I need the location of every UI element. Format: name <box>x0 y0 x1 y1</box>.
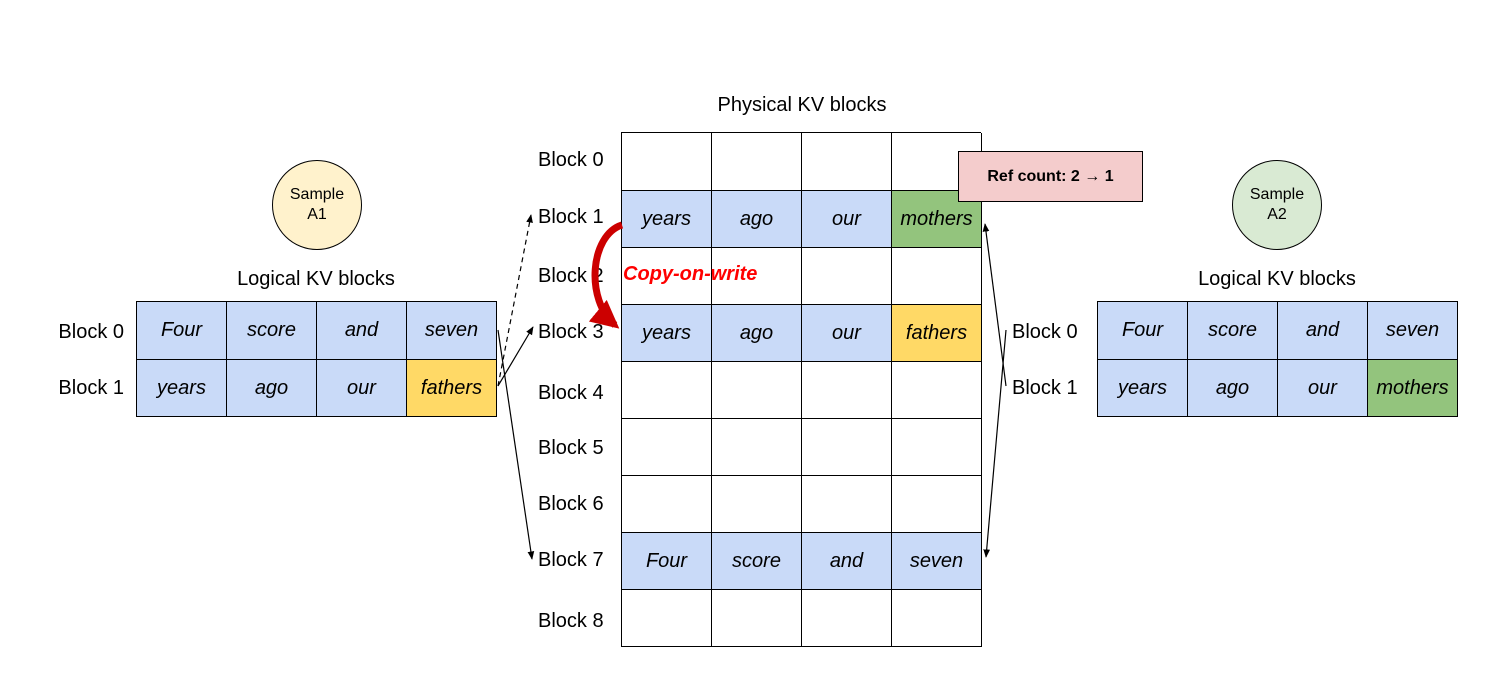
block-label: Block 8 <box>538 610 604 632</box>
kv-cell: seven <box>892 533 982 590</box>
kv-cell: years <box>137 360 227 417</box>
kv-cell <box>802 476 892 533</box>
kv-cell: ago <box>1188 360 1278 417</box>
logical-kv-title-a1: Logical KV blocks <box>237 268 395 290</box>
block-label: Block 1 <box>538 206 604 228</box>
kv-cell: and <box>1278 302 1368 360</box>
ref-count-box: Ref count: 2 → 1 <box>958 151 1143 202</box>
kv-cell <box>622 248 712 305</box>
kv-cell <box>622 590 712 647</box>
kv-cell: our <box>317 360 407 417</box>
kv-cell <box>712 248 802 305</box>
kv-cell <box>712 133 802 191</box>
kv-cell <box>622 362 712 419</box>
kv-cell <box>622 419 712 476</box>
logical-kv-title-a2: Logical KV blocks <box>1198 268 1356 290</box>
kv-cell: fathers <box>407 360 497 417</box>
kv-cell <box>802 419 892 476</box>
kv-cell: and <box>802 533 892 590</box>
sample-a2-label: Sample A2 <box>1249 186 1305 223</box>
block-label: Block 0 <box>1012 321 1078 343</box>
kv-cell: score <box>227 302 317 360</box>
kv-cell: ago <box>712 191 802 248</box>
kv-cell <box>802 362 892 419</box>
sample-a1-circle: Sample A1 <box>272 160 362 250</box>
kv-cell: years <box>1098 360 1188 417</box>
kv-cell <box>802 248 892 305</box>
copy-on-write-label: Copy-on-write <box>623 263 758 285</box>
kv-cell: ago <box>712 305 802 362</box>
kv-cell: years <box>622 191 712 248</box>
kv-cell: Four <box>1098 302 1188 360</box>
kv-cell <box>622 476 712 533</box>
block-label: Block 2 <box>538 265 604 287</box>
kv-cell: Four <box>137 302 227 360</box>
kv-cell: fathers <box>892 305 982 362</box>
a1-block0-mapping-arrow <box>497 329 535 560</box>
kv-cell <box>892 248 982 305</box>
kv-cell: our <box>1278 360 1368 417</box>
a2-block1-mapping-arrow <box>982 223 1007 387</box>
kv-cell: Four <box>622 533 712 590</box>
sample-a1-label: Sample A1 <box>289 186 345 223</box>
kv-cell <box>712 476 802 533</box>
kv-cell: ago <box>227 360 317 417</box>
kv-cell <box>892 419 982 476</box>
kv-cell: our <box>802 305 892 362</box>
kv-cell <box>802 133 892 191</box>
kv-cell: seven <box>1368 302 1458 360</box>
kv-cell <box>712 419 802 476</box>
physical-kv-title: Physical KV blocks <box>717 94 887 116</box>
a2-block0-mapping-arrow <box>983 329 1007 558</box>
kv-cell: seven <box>407 302 497 360</box>
block-label: Block 3 <box>538 321 604 343</box>
kv-cell: mothers <box>1368 360 1458 417</box>
kv-cell: and <box>317 302 407 360</box>
block-label: Block 4 <box>538 382 604 404</box>
kv-cell: our <box>802 191 892 248</box>
kv-cell: years <box>622 305 712 362</box>
kv-cell: score <box>712 533 802 590</box>
a1-block1-old-mapping-arrow <box>497 214 533 387</box>
kv-cell <box>892 362 982 419</box>
kv-cell <box>892 590 982 647</box>
kv-cell <box>802 590 892 647</box>
a1-block1-new-mapping-arrow <box>497 326 534 387</box>
block-label: Block 0 <box>58 321 124 343</box>
kv-cell <box>712 590 802 647</box>
sample-a2-circle: Sample A2 <box>1232 160 1322 250</box>
kv-cell <box>712 362 802 419</box>
kv-cell: score <box>1188 302 1278 360</box>
block-label: Block 5 <box>538 437 604 459</box>
block-label: Block 1 <box>58 377 124 399</box>
block-label: Block 0 <box>538 149 604 171</box>
block-label: Block 6 <box>538 493 604 515</box>
copy-on-write-arrow <box>588 221 624 329</box>
block-label: Block 7 <box>538 549 604 571</box>
kv-cell <box>892 476 982 533</box>
block-label: Block 1 <box>1012 377 1078 399</box>
kv-cell <box>622 133 712 191</box>
